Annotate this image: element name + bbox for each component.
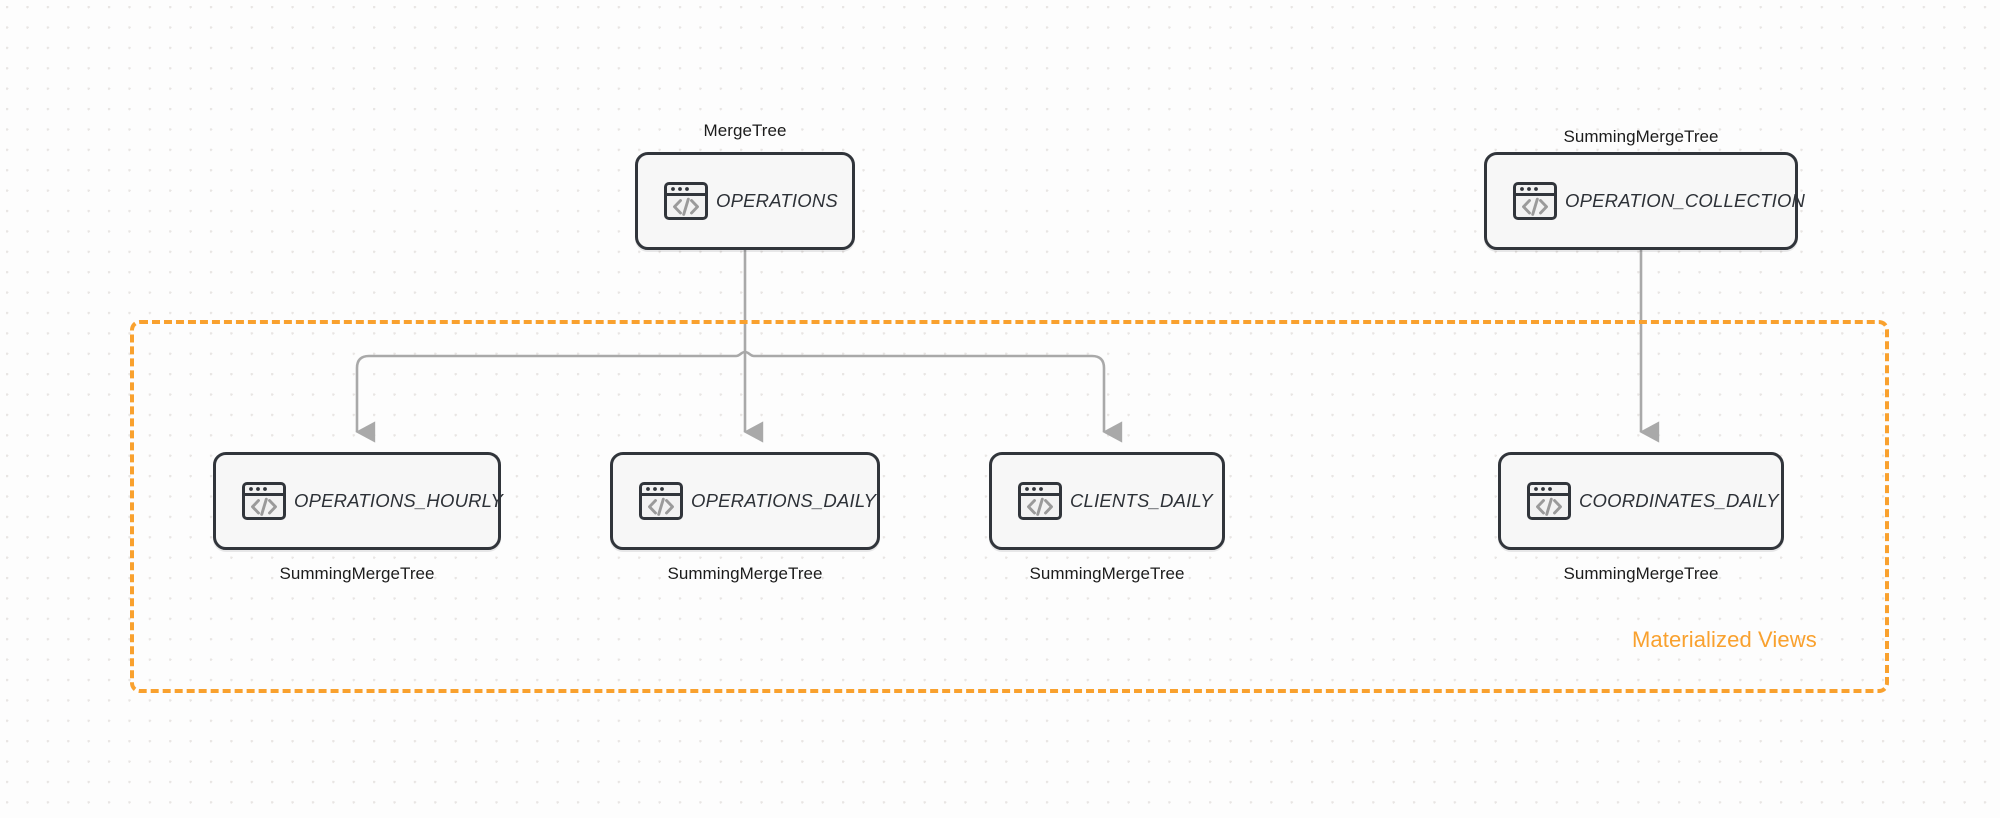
- node-clients-daily[interactable]: CLIENTS_DAILY: [989, 452, 1225, 550]
- node-operations-hourly-title: OPERATIONS_HOURLY: [294, 490, 504, 511]
- node-clients-daily-title: CLIENTS_DAILY: [1070, 490, 1213, 511]
- code-window-icon: [1016, 477, 1064, 525]
- node-operations[interactable]: OPERATIONS: [635, 152, 855, 250]
- materialized-views-group-label: Materialized Views: [1632, 627, 1817, 652]
- materialized-views-group: [130, 320, 1889, 693]
- node-operation-collection-title: OPERATION_COLLECTION: [1565, 190, 1806, 211]
- code-window-icon: [1511, 177, 1559, 225]
- code-window-icon: [1525, 477, 1573, 525]
- caption-operations-hourly: SummingMergeTree: [279, 564, 435, 583]
- caption-operation-collection: SummingMergeTree: [1563, 127, 1719, 146]
- node-operations-daily[interactable]: OPERATIONS_DAILY: [610, 452, 880, 550]
- caption-clients-daily: SummingMergeTree: [1029, 564, 1185, 583]
- caption-operations: MergeTree: [703, 121, 787, 140]
- code-window-icon: [240, 477, 288, 525]
- node-operation-collection[interactable]: OPERATION_COLLECTION: [1484, 152, 1805, 250]
- node-operations-title: OPERATIONS: [716, 190, 838, 211]
- node-coordinates-daily-title: COORDINATES_DAILY: [1579, 490, 1779, 511]
- node-operations-daily-title: OPERATIONS_DAILY: [691, 490, 877, 511]
- node-coordinates-daily[interactable]: COORDINATES_DAILY: [1498, 452, 1784, 550]
- code-window-icon: [662, 177, 710, 225]
- caption-operations-daily: SummingMergeTree: [667, 564, 823, 583]
- code-window-icon: [637, 477, 685, 525]
- caption-coordinates-daily: SummingMergeTree: [1563, 564, 1719, 583]
- node-operations-hourly[interactable]: OPERATIONS_HOURLY: [213, 452, 503, 550]
